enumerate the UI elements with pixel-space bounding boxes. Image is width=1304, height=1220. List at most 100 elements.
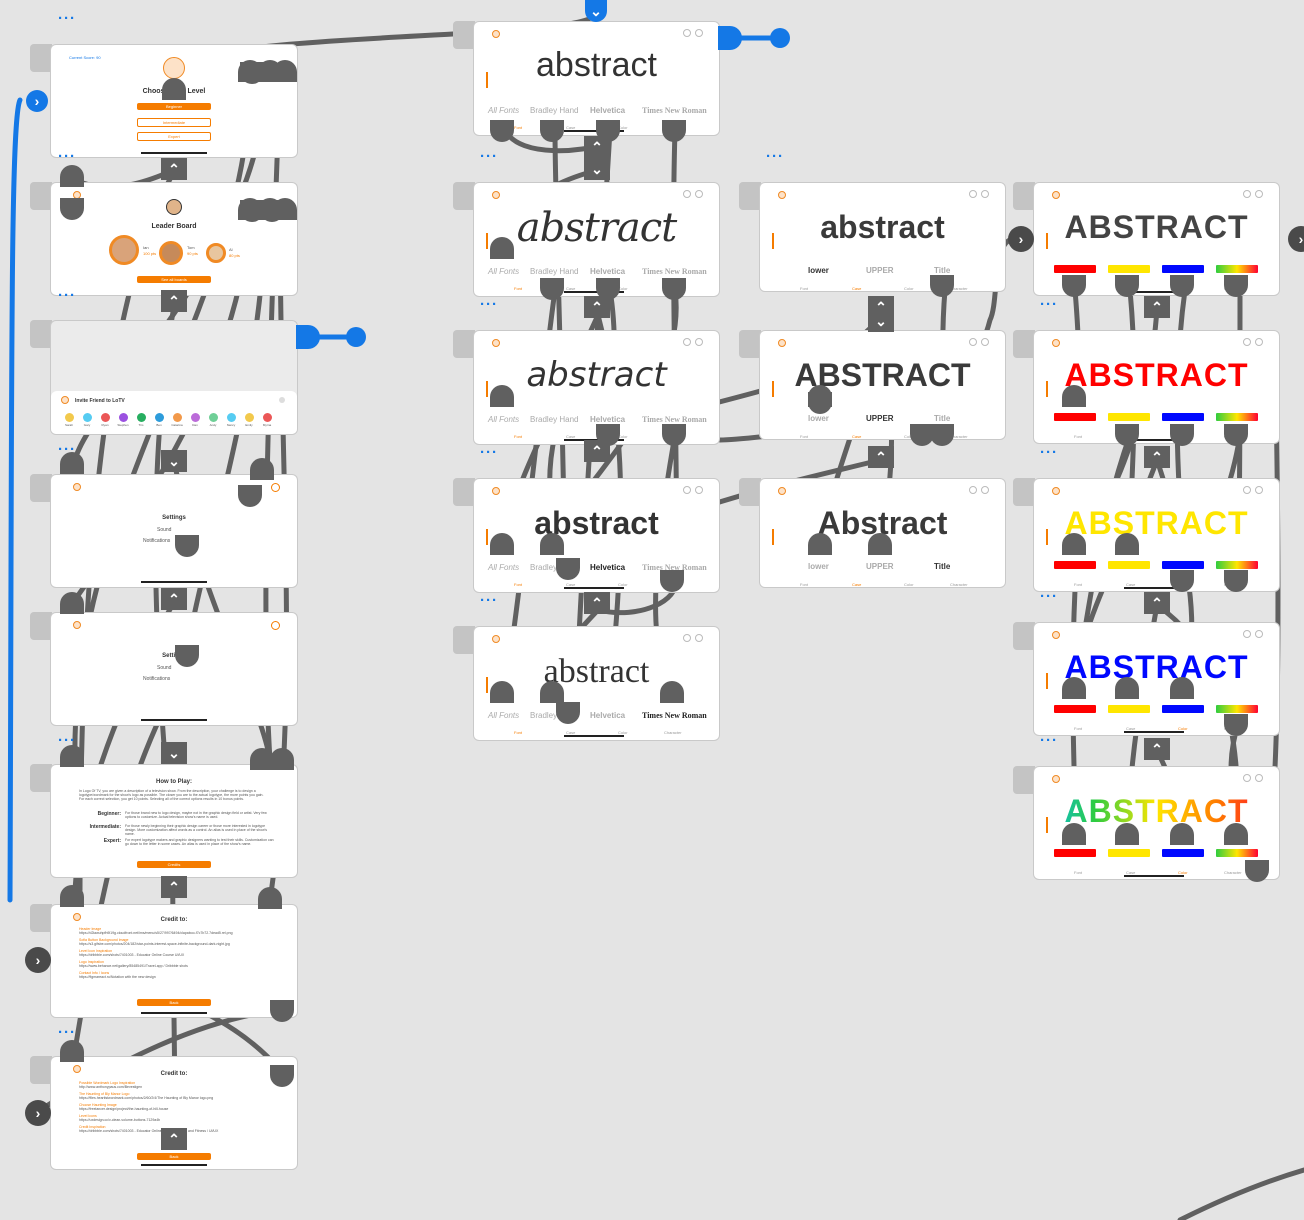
- font-option[interactable]: Bradley Hand: [530, 415, 579, 424]
- color-swatch[interactable]: [1108, 413, 1150, 421]
- hint-icon[interactable]: [683, 29, 691, 37]
- settings-screen-alt[interactable]: Settings Sound Notifications: [51, 613, 297, 725]
- tab-character[interactable]: Character: [1224, 870, 1242, 875]
- flow-hub-icon[interactable]: ⌃: [161, 1128, 187, 1150]
- credit-link[interactable]: https://d2iawuhpfh9l19g.cloudfront.net/i…: [79, 931, 233, 935]
- case-option[interactable]: Title: [934, 562, 951, 571]
- tab-color[interactable]: Color: [618, 730, 628, 735]
- gear-icon[interactable]: [695, 29, 703, 37]
- tab-case[interactable]: Case: [566, 286, 576, 291]
- color-swatch[interactable]: [1054, 265, 1096, 273]
- connector-node[interactable]: [60, 198, 84, 220]
- font-option[interactable]: Times New Roman: [642, 106, 707, 115]
- gear-icon[interactable]: [981, 338, 989, 346]
- font-option[interactable]: Times New Roman: [642, 415, 707, 424]
- tab-font[interactable]: Font: [514, 434, 523, 439]
- case-option[interactable]: UPPER: [866, 266, 894, 275]
- connector-node[interactable]: [808, 392, 832, 414]
- tab-font[interactable]: Font: [514, 125, 523, 130]
- flow-hub-icon[interactable]: ⌄: [161, 742, 187, 764]
- tab-character[interactable]: Character: [950, 286, 968, 291]
- flow-hub-icon[interactable]: ⌃: [584, 592, 610, 614]
- case-option[interactable]: Title: [934, 266, 951, 275]
- connector-node[interactable]: [490, 120, 514, 142]
- gear-icon[interactable]: [695, 338, 703, 346]
- tab-font[interactable]: Font: [1074, 726, 1083, 731]
- connector-node[interactable]: [660, 570, 684, 592]
- tab-case[interactable]: Case: [1126, 726, 1136, 731]
- gear-icon[interactable]: [981, 190, 989, 198]
- connector-node[interactable]: [270, 1000, 294, 1022]
- connector-node[interactable]: [1224, 570, 1248, 592]
- connector-node[interactable]: [162, 78, 186, 100]
- contact-item[interactable]: Nancy: [223, 413, 239, 427]
- tab-case[interactable]: Case: [566, 582, 576, 587]
- credits-button[interactable]: Credits: [137, 861, 211, 868]
- tab-font[interactable]: Font: [514, 730, 523, 735]
- credits-screen-2[interactable]: Credit to: Possible Wordmark Logo Inspir…: [51, 1057, 297, 1169]
- frame-options-icon[interactable]: ···: [480, 296, 498, 313]
- frame-options-icon[interactable]: ···: [58, 148, 76, 165]
- flow-hub-icon[interactable]: ⌄: [868, 310, 894, 332]
- tab-font[interactable]: Font: [800, 582, 809, 587]
- beginner-button[interactable]: Beginner: [137, 103, 211, 110]
- connector-node[interactable]: [60, 885, 84, 907]
- connector-node[interactable]: [556, 558, 580, 580]
- gear-icon[interactable]: [1255, 338, 1263, 346]
- contact-item[interactable]: Gary: [79, 413, 95, 427]
- hint-icon[interactable]: [1243, 630, 1251, 638]
- connector-node[interactable]: [273, 60, 297, 82]
- connector-node[interactable]: [1062, 275, 1086, 297]
- link-arrow-button[interactable]: ›: [25, 1100, 51, 1126]
- font-option[interactable]: Times New Roman: [642, 563, 707, 572]
- font-option[interactable]: Bradley Hand: [530, 711, 579, 720]
- color-swatch[interactable]: [1108, 705, 1150, 713]
- contact-item[interactable]: Sarah: [61, 413, 77, 427]
- case-option[interactable]: lower: [808, 414, 829, 423]
- gear-icon[interactable]: [1255, 774, 1263, 782]
- leaderboard-screen[interactable]: Leader Board Ian 100 pts Tom 90 pts Al 8…: [51, 183, 297, 295]
- tab-case[interactable]: Case: [566, 730, 576, 735]
- connector-node[interactable]: [250, 748, 274, 770]
- color-swatch[interactable]: [1108, 849, 1150, 857]
- hint-icon[interactable]: [969, 486, 977, 494]
- font-option[interactable]: All Fonts: [488, 267, 520, 276]
- font-option[interactable]: All Fonts: [488, 106, 520, 115]
- flow-hub-icon[interactable]: ⌃: [161, 876, 187, 898]
- frame-options-icon[interactable]: ···: [1040, 732, 1058, 749]
- connector-node[interactable]: [1062, 385, 1086, 407]
- credit-link[interactable]: https://uxdesign.cc/v-clean-volume-butto…: [79, 1118, 161, 1122]
- connector-node[interactable]: [1245, 860, 1269, 882]
- tab-character[interactable]: Character: [950, 434, 968, 439]
- font-option[interactable]: Times New Roman: [642, 267, 707, 276]
- gear-icon[interactable]: [695, 190, 703, 198]
- flow-hub-icon[interactable]: ⌃: [161, 290, 187, 312]
- gear-icon[interactable]: [695, 486, 703, 494]
- hint-icon[interactable]: [969, 190, 977, 198]
- hint-icon[interactable]: [683, 486, 691, 494]
- tab-case[interactable]: Case: [852, 582, 862, 587]
- connector-node[interactable]: [1170, 823, 1194, 845]
- connector-node[interactable]: [596, 278, 620, 300]
- connector-node[interactable]: [60, 592, 84, 614]
- color-swatch[interactable]: [1054, 705, 1096, 713]
- connector-node[interactable]: [556, 702, 580, 724]
- color-swatch[interactable]: [1216, 265, 1258, 273]
- connector-node[interactable]: [175, 645, 199, 667]
- connector-node[interactable]: [60, 745, 84, 767]
- tab-font[interactable]: Font: [800, 286, 809, 291]
- tab-color[interactable]: Color: [618, 582, 628, 587]
- connector-node[interactable]: [1062, 677, 1086, 699]
- hint-icon[interactable]: [1243, 190, 1251, 198]
- connector-node[interactable]: [540, 533, 564, 555]
- connector-node[interactable]: [540, 278, 564, 300]
- font-option[interactable]: Bradley Hand: [530, 106, 579, 115]
- hint-icon[interactable]: [683, 190, 691, 198]
- connector-node[interactable]: [1062, 823, 1086, 845]
- color-swatch[interactable]: [1108, 265, 1150, 273]
- color-swatch[interactable]: [1162, 705, 1204, 713]
- connector-node[interactable]: [540, 681, 564, 703]
